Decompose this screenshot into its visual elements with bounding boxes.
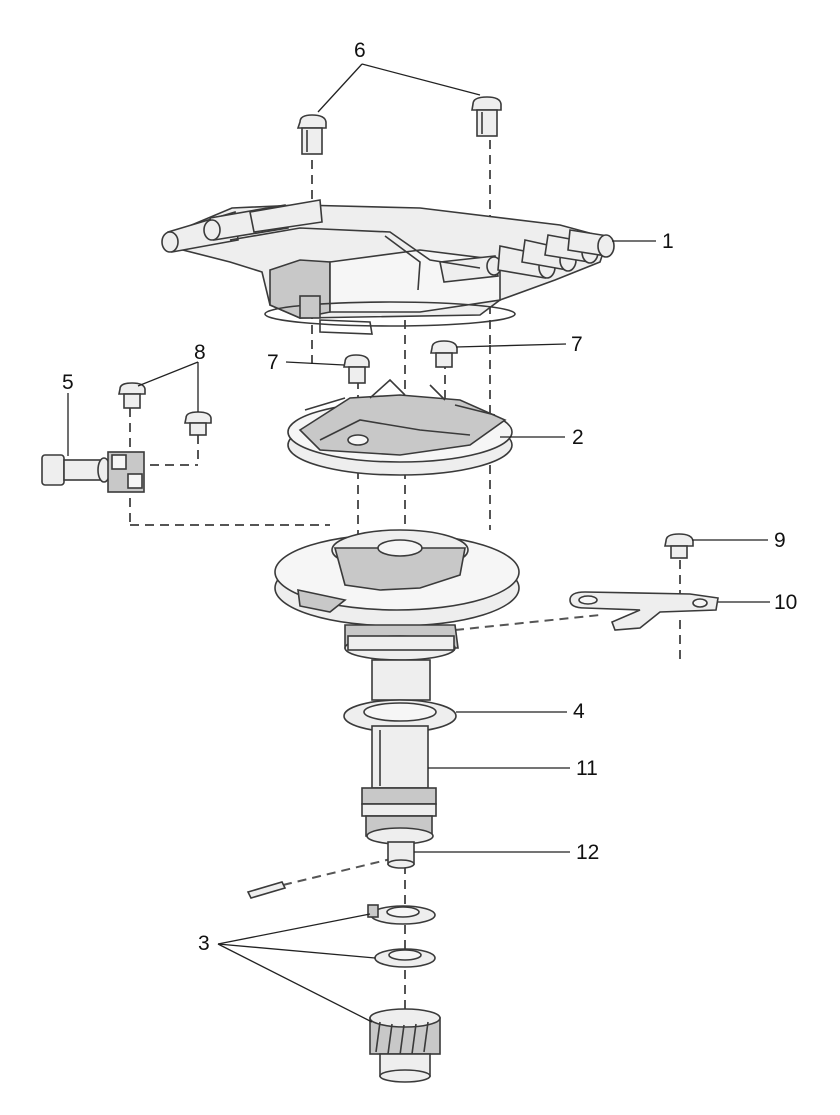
- cap-screw-left: [296, 114, 327, 155]
- sensor-screw-lower: [184, 411, 212, 436]
- callout-7-right: 7: [571, 333, 583, 356]
- roll-pin: [246, 881, 287, 899]
- callout-9: 9: [774, 529, 786, 552]
- cap-screw-right: [471, 96, 502, 137]
- sensor-screw-upper: [118, 382, 146, 409]
- pickup-sensor: [41, 451, 145, 493]
- thrust-washer-lower: [374, 948, 436, 968]
- callout-5: 5: [62, 371, 74, 394]
- leader-lines: [67, 63, 770, 1023]
- bracket: [569, 591, 719, 631]
- distributor-housing: [274, 529, 520, 701]
- callout-2: 2: [572, 426, 584, 449]
- callout-10: 10: [774, 591, 798, 614]
- callout-6: 6: [354, 39, 366, 62]
- rotor-plate: [287, 378, 513, 476]
- callout-7-left: 7: [267, 351, 279, 374]
- callout-4: 4: [573, 700, 585, 723]
- shaft-tip: [387, 841, 415, 869]
- distributor-shaft: [361, 725, 437, 845]
- rotor-screw-right: [430, 340, 458, 368]
- bracket-screw: [664, 533, 694, 559]
- callout-12: 12: [576, 841, 600, 864]
- callout-3: 3: [198, 932, 210, 955]
- rotor-screw-left: [343, 354, 370, 384]
- callout-11: 11: [576, 757, 598, 780]
- drive-gear: [369, 1008, 441, 1083]
- washer: [343, 699, 457, 733]
- distributor-cap: [161, 199, 615, 335]
- callout-8: 8: [194, 341, 206, 364]
- thrust-washer-upper: [367, 904, 436, 925]
- callout-1: 1: [662, 230, 674, 253]
